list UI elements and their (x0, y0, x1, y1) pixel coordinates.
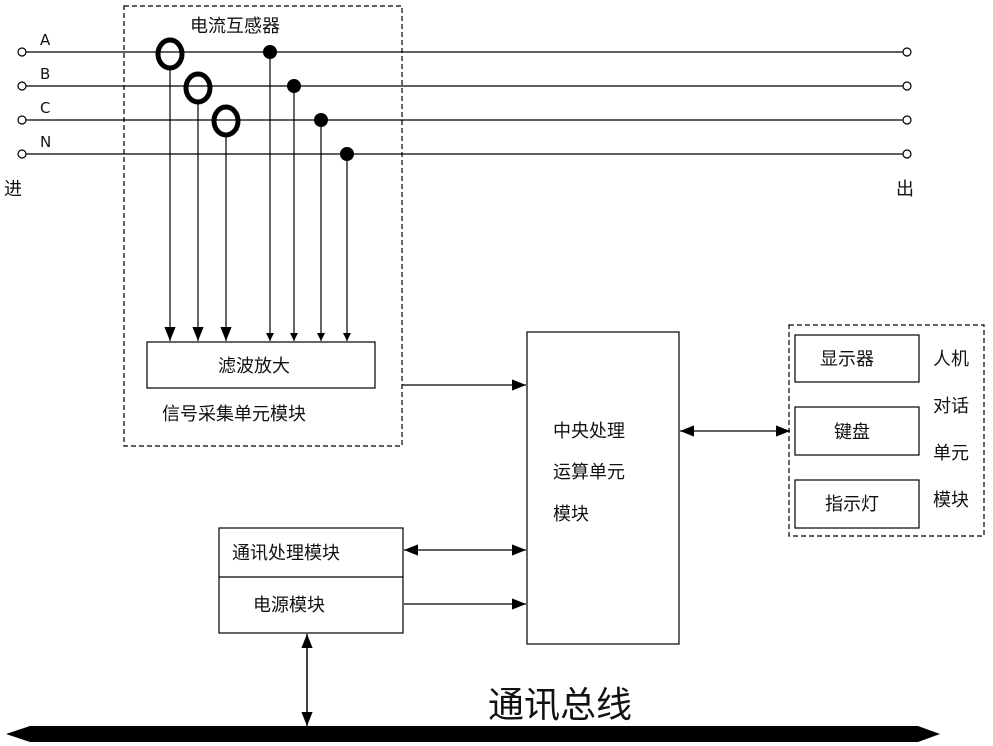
line-terminals (17, 47, 912, 159)
display-label: 显示器 (820, 349, 874, 370)
comm-label: 通讯处理模块 (232, 543, 340, 564)
hmi-module-box (788, 324, 985, 537)
label-b: B (40, 65, 50, 83)
phase-lines (26, 51, 903, 155)
indicator-label: 指示灯 (825, 494, 879, 515)
cpu-label-line1: 中央处理 (553, 421, 625, 442)
cpu-label-line2: 运算单元 (553, 462, 625, 483)
indicator-box (794, 479, 920, 529)
signal-module-box (123, 5, 403, 447)
signal-module-label: 信号采集单元模块 (162, 404, 306, 425)
terminal-c-out (902, 115, 912, 125)
ct-ring-b (183, 71, 213, 105)
terminal-a-out (902, 47, 912, 57)
label-outlet: 出 (896, 179, 914, 200)
cpu-box (526, 331, 680, 645)
display-box (794, 334, 920, 383)
filter-amp-label: 滤波放大 (218, 356, 290, 377)
hmi-side-1: 人机 (933, 349, 969, 370)
terminal-n-out (902, 149, 912, 159)
terminal-b-in (17, 81, 27, 91)
terminal-b-out (902, 81, 912, 91)
hmi-side-4: 模块 (933, 490, 969, 511)
label-c: C (40, 99, 50, 117)
keyboard-label: 键盘 (834, 422, 870, 443)
cpu-label-line3: 模块 (553, 504, 589, 525)
label-inlet: 进 (4, 179, 22, 200)
filter-amp-box (146, 341, 376, 389)
power-label: 电源模块 (253, 595, 325, 616)
signal-arrows (164, 59, 351, 341)
tap-dot-c (314, 113, 328, 127)
terminal-a-in (17, 47, 27, 57)
comm-bus-bar (6, 726, 940, 742)
bus-label: 通讯总线 (488, 685, 632, 726)
label-n: N (40, 133, 51, 151)
label-a: A (40, 31, 51, 49)
terminal-n-in (17, 149, 27, 159)
ct-ring-c (211, 104, 241, 138)
comm-power-box (218, 527, 404, 634)
ct-ring-a (155, 37, 185, 71)
terminal-c-in (17, 115, 27, 125)
keyboard-box (794, 406, 920, 456)
ct-label: 电流互感器 (190, 16, 280, 37)
tap-dot-n (340, 147, 354, 161)
hmi-side-3: 单元 (933, 443, 969, 464)
tap-dot-a (263, 45, 277, 59)
hmi-side-2: 对话 (933, 396, 969, 417)
voltage-taps (263, 45, 354, 161)
tap-dot-b (287, 79, 301, 93)
